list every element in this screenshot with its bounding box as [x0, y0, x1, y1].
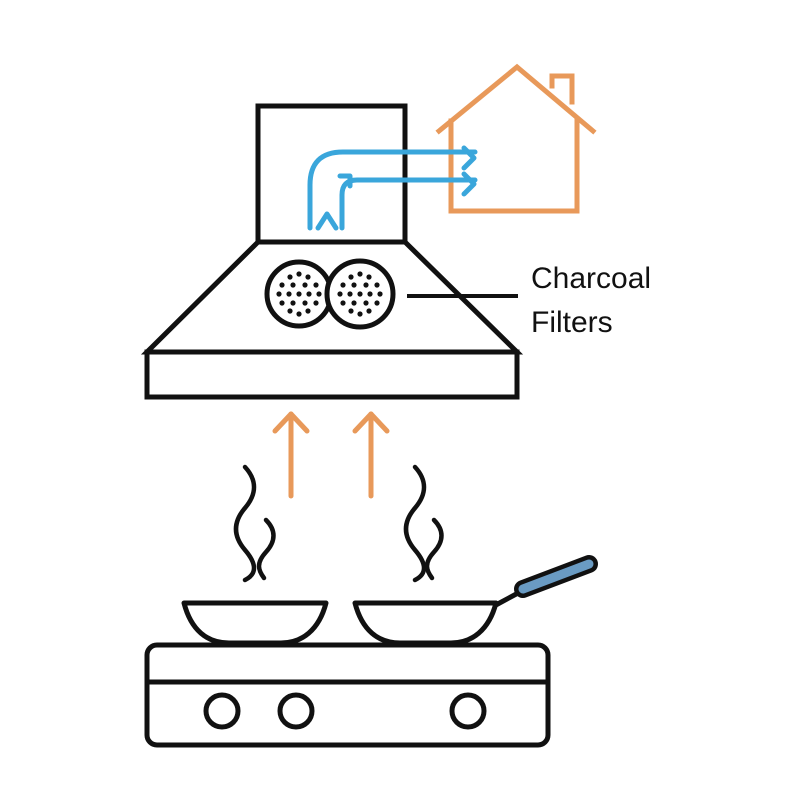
filter-hole: [337, 291, 343, 297]
steam-icon: [233, 464, 444, 583]
filter-hole: [357, 291, 363, 297]
hood-base: [144, 349, 520, 400]
frying-pan-icon: [352, 555, 598, 646]
airflow-arrow-icon: [307, 145, 478, 231]
filter-hole: [302, 282, 308, 288]
filter-hole: [366, 274, 372, 280]
filter-hole: [287, 308, 293, 314]
filter-hole: [340, 282, 346, 288]
filter-holes-left: [276, 271, 322, 317]
filter-hole: [348, 274, 354, 280]
heat-arrow-icon: [272, 411, 390, 499]
filter-label-line2: Filters: [531, 306, 613, 339]
filter-hole: [305, 308, 311, 314]
knob-icon: [449, 692, 487, 730]
filter-hole: [340, 300, 346, 306]
filter-hole: [357, 311, 363, 317]
filter-hole: [374, 282, 380, 288]
filter-hole: [302, 300, 308, 306]
filter-hole: [348, 308, 354, 314]
filter-hole: [276, 291, 282, 297]
filter-hole: [296, 271, 302, 277]
stove-body: [144, 642, 551, 748]
filter-hole: [363, 300, 369, 306]
filter-hole: [313, 300, 319, 306]
filter-hole: [351, 300, 357, 306]
filter-hole: [279, 300, 285, 306]
filter-hole: [347, 291, 353, 297]
filter-hole: [305, 274, 311, 280]
filter-holes-right: [337, 271, 383, 317]
filter-hole: [367, 291, 373, 297]
filter-hole: [290, 282, 296, 288]
filter-hole: [313, 282, 319, 288]
stove-icon: [144, 642, 551, 748]
filter-hole: [377, 291, 383, 297]
filter-label-line1: Charcoal: [531, 262, 651, 295]
filter-hole: [306, 291, 312, 297]
filter-hole: [287, 274, 293, 280]
filter-hole: [296, 311, 302, 317]
filter-hole: [374, 300, 380, 306]
filter-hole: [351, 282, 357, 288]
filter-hole: [363, 282, 369, 288]
filter-hole: [290, 300, 296, 306]
filter-hole: [366, 308, 372, 314]
filter-hole: [279, 282, 285, 288]
filter-hole: [296, 291, 302, 297]
filter-hole: [357, 271, 363, 277]
charcoal-filter-icon: [264, 258, 396, 330]
bowl-icon: [181, 600, 329, 646]
heat-arrow-left: [272, 411, 310, 499]
house-icon: [435, 63, 597, 214]
knob-icon: [203, 692, 241, 730]
filter-hole: [286, 291, 292, 297]
heat-arrow-right: [352, 411, 390, 499]
filter-hole: [316, 291, 322, 297]
knob-icon: [277, 692, 315, 730]
